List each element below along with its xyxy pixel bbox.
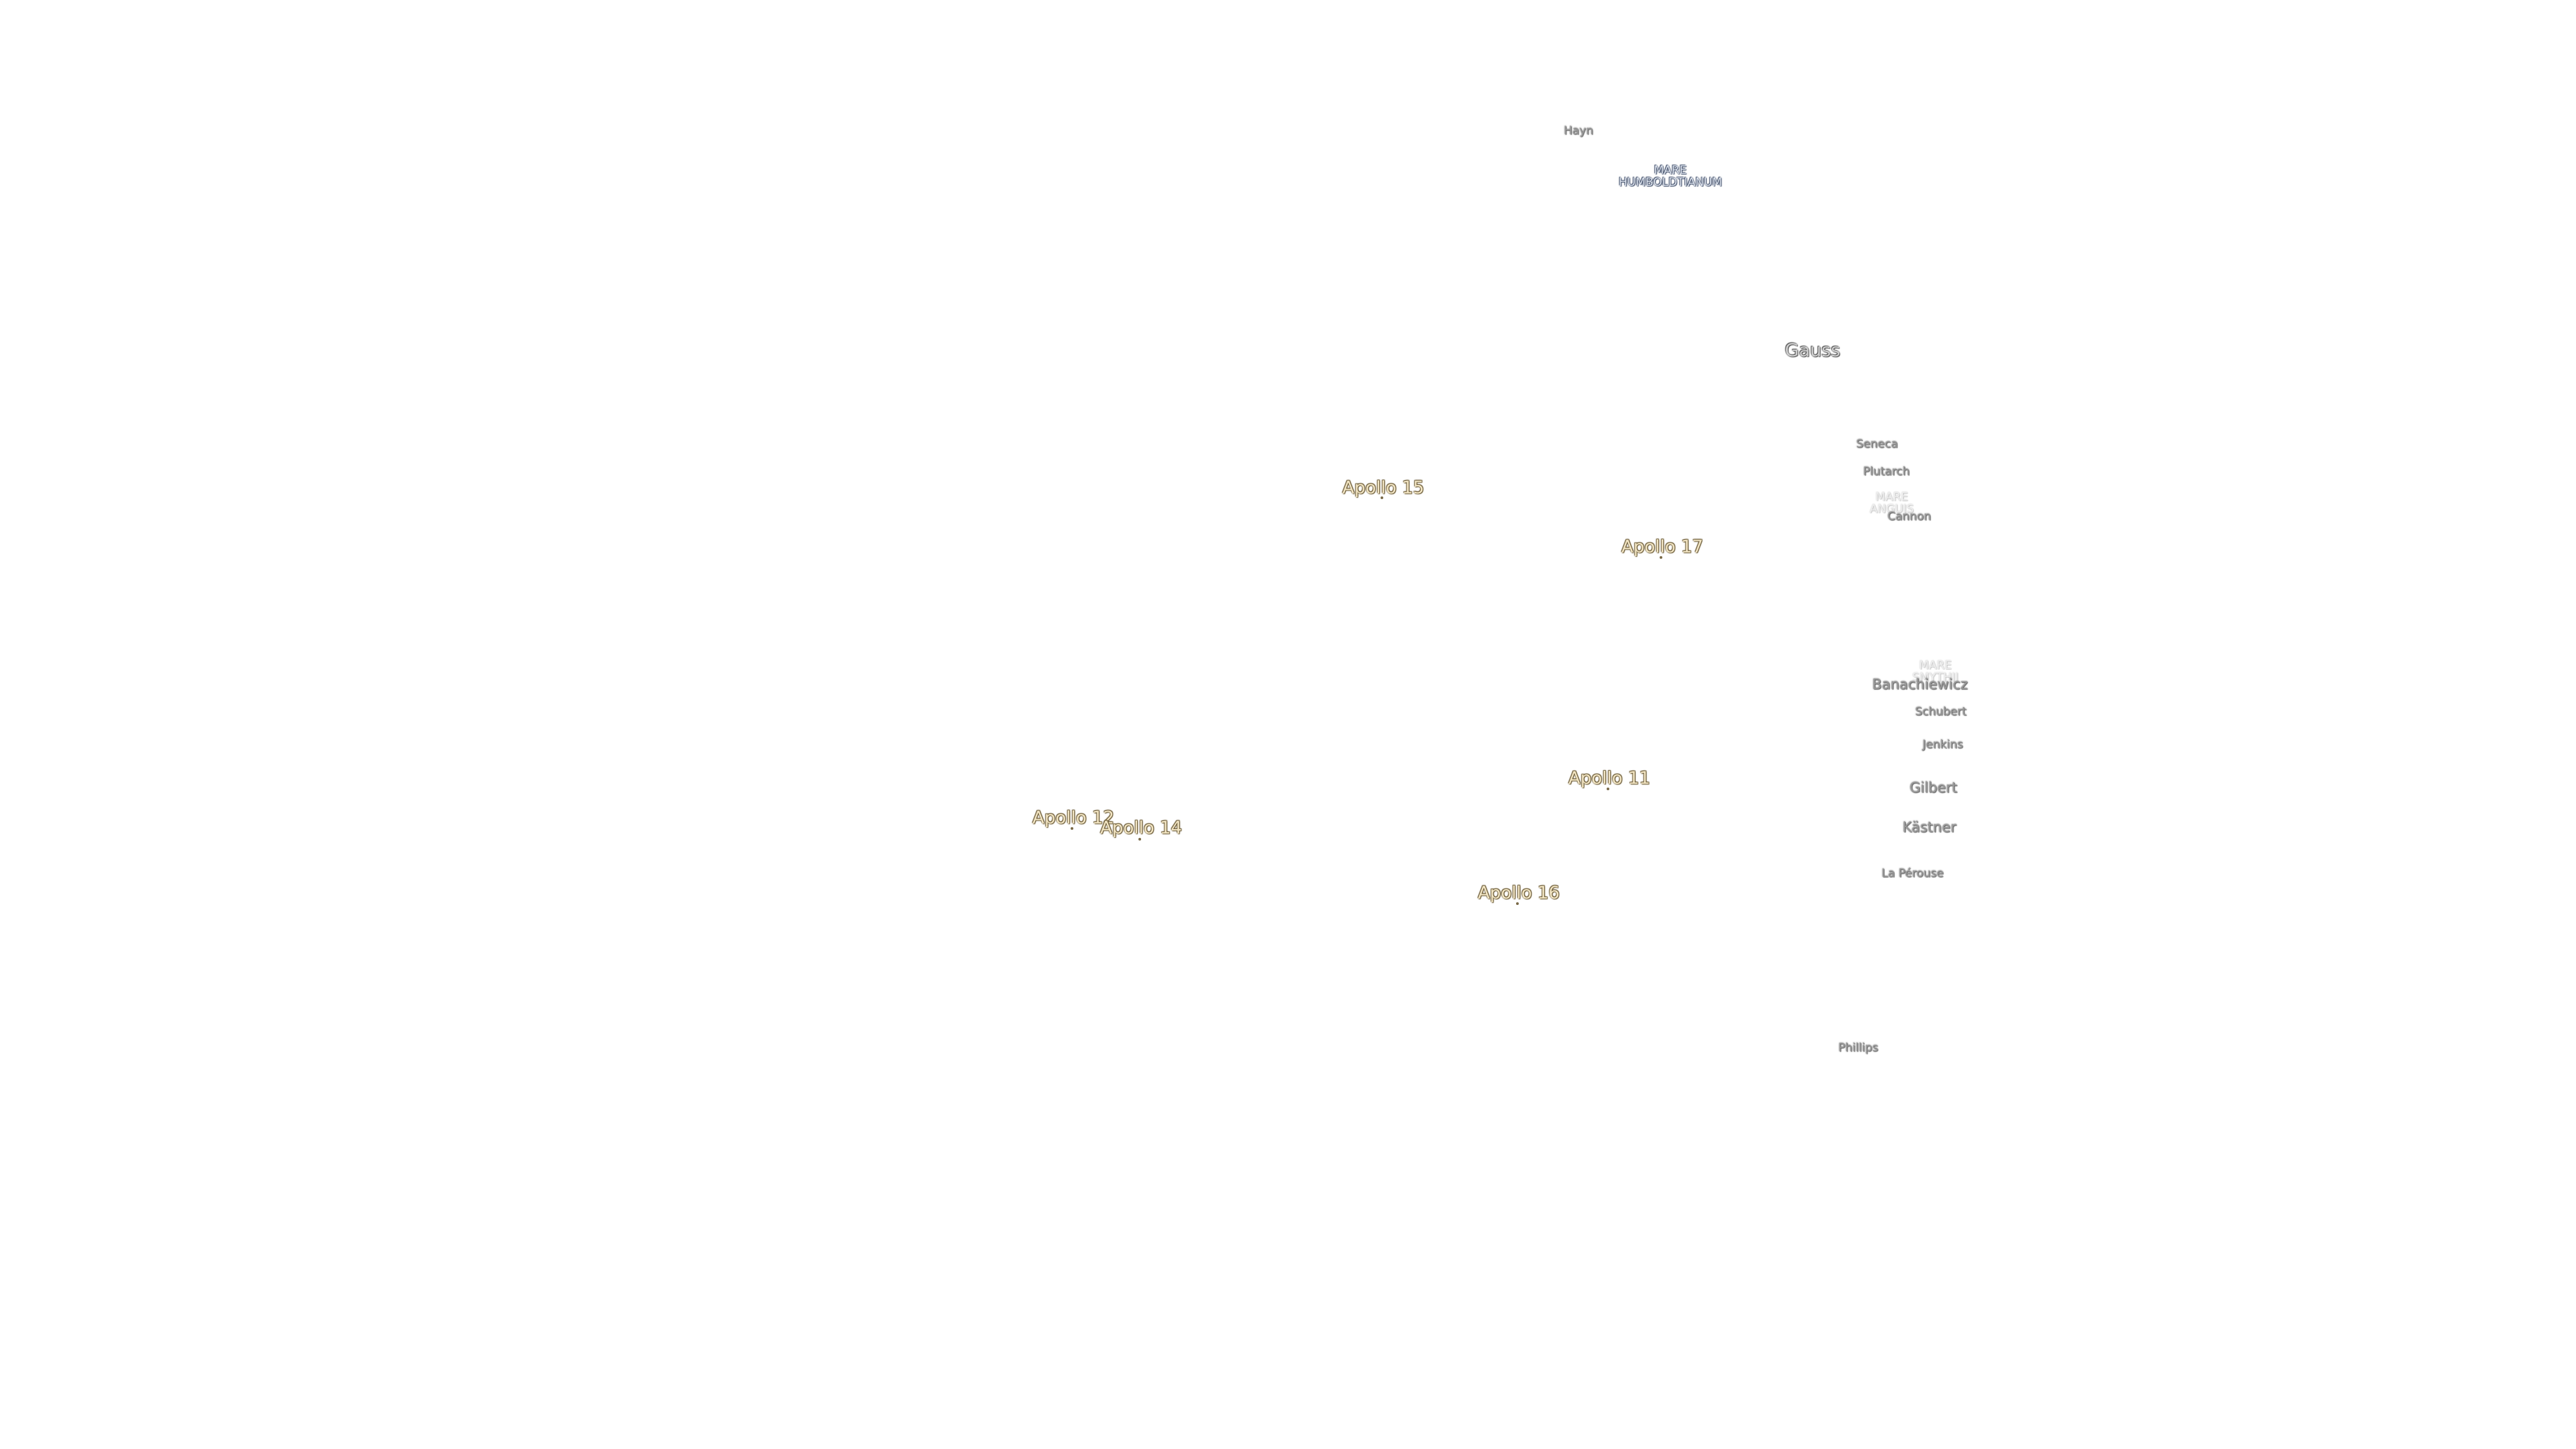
- apollo-15-site-marker[interactable]: [1381, 496, 1383, 499]
- apollo-15-label[interactable]: Apollo 15: [1342, 478, 1424, 498]
- crater-label-jenkins[interactable]: Jenkins: [1922, 738, 1964, 752]
- crater-label-phillips[interactable]: Phillips: [1838, 1041, 1878, 1055]
- mare-label-line2: SMYTHII: [1912, 671, 1959, 684]
- mare-label-line2: HUMBOLDTIANUM: [1618, 176, 1723, 189]
- apollo-11-site-marker[interactable]: [1607, 788, 1609, 790]
- apollo-14-site-marker[interactable]: [1138, 838, 1141, 841]
- mare-label-smythii[interactable]: MARE SMYTHII: [1912, 659, 1959, 684]
- apollo-12-site-marker[interactable]: [1071, 827, 1073, 830]
- crater-label-gilbert[interactable]: Gilbert: [1909, 779, 1957, 796]
- mare-label-line2: ANGUIS: [1870, 502, 1914, 516]
- mare-label-line1: MARE: [1875, 490, 1909, 504]
- apollo-12-label[interactable]: Apollo 12: [1032, 808, 1114, 828]
- mare-label-line1: MARE: [1919, 659, 1952, 673]
- mare-label-anguis[interactable]: MARE ANGUIS: [1870, 490, 1914, 516]
- crater-label-schubert[interactable]: Schubert: [1915, 705, 1967, 719]
- apollo-11-label[interactable]: Apollo 11: [1568, 768, 1650, 789]
- crater-label-kastner[interactable]: Kästner: [1902, 818, 1957, 835]
- apollo-17-label[interactable]: Apollo 17: [1621, 537, 1703, 557]
- apollo-16-label[interactable]: Apollo 16: [1478, 883, 1560, 904]
- crater-label-gauss[interactable]: Gauss: [1784, 339, 1841, 361]
- apollo-17-site-marker[interactable]: [1660, 556, 1662, 559]
- apollo-14-label[interactable]: Apollo 14: [1100, 818, 1182, 839]
- crater-label-hayn[interactable]: Hayn: [1563, 124, 1594, 138]
- crater-label-seneca[interactable]: Seneca: [1856, 437, 1898, 451]
- mare-label-line1: MARE: [1654, 164, 1687, 178]
- crater-label-cannon[interactable]: Cannon: [1887, 510, 1931, 524]
- crater-label-banachiewicz[interactable]: Banachiewicz: [1872, 676, 1968, 692]
- mare-label-humboldtianum[interactable]: MARE HUMBOLDTIANUM: [1618, 164, 1723, 189]
- crater-label-la-perouse[interactable]: La Pérouse: [1881, 867, 1944, 881]
- crater-label-plutarch[interactable]: Plutarch: [1863, 465, 1910, 479]
- apollo-16-site-marker[interactable]: [1516, 902, 1519, 905]
